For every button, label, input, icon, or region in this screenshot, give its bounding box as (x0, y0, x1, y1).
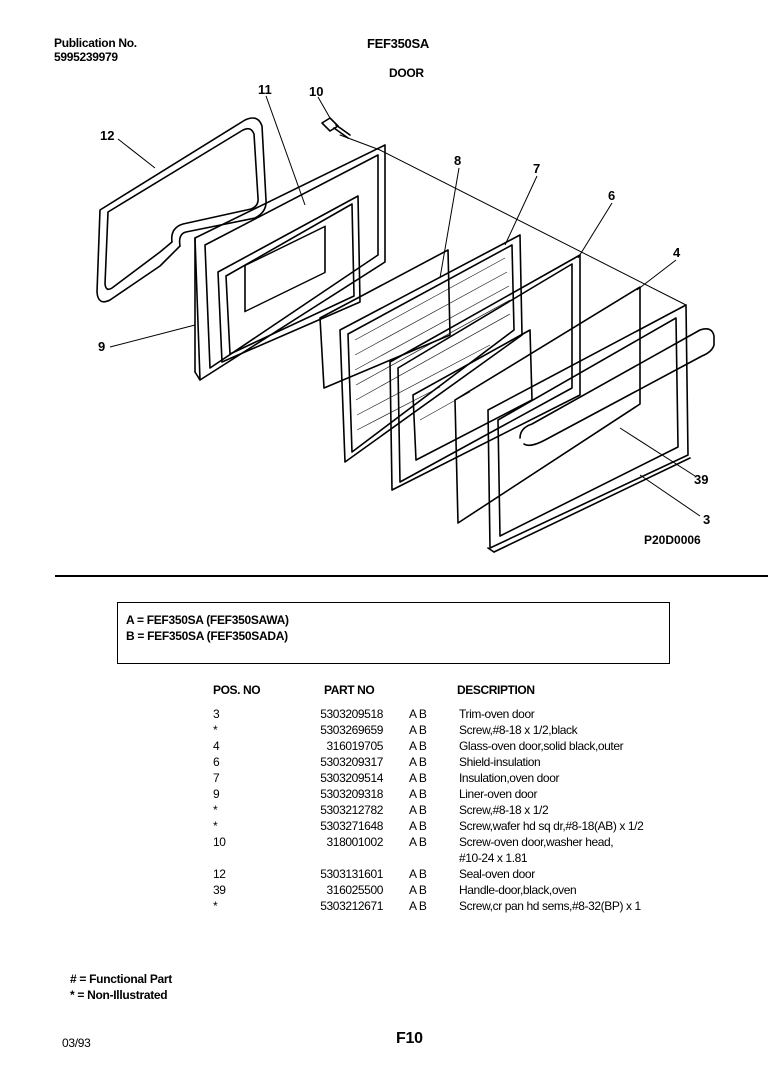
screw-part-10 (321, 117, 351, 139)
table-row: 10 318001002 A B Screw-oven door,washer hea… (0, 835, 768, 851)
cell-pos-no: 9 (213, 787, 220, 801)
cell-part-no: 5303209318 (320, 787, 383, 801)
trim-part-3 (487, 304, 691, 553)
cell-models: A B (409, 771, 427, 785)
cell-part-no: 5303212782 (320, 803, 383, 817)
cell-pos-no: 4 (213, 739, 220, 753)
table-row: * 5303271648 A B Screw,wafer hd sq dr,#8-18… (0, 819, 768, 835)
glass-part-4 (454, 286, 641, 524)
callout-6: 6 (608, 188, 615, 203)
page-number: F10 (396, 1030, 423, 1047)
cell-description: Handle-door,black,oven (459, 883, 577, 897)
cell-description: Screw-oven door,washer head, (459, 835, 614, 849)
callout-11: 11 (258, 82, 272, 97)
header-description: DESCRIPTION (457, 683, 535, 697)
cell-models: A B (409, 867, 427, 881)
cell-models: A B (409, 755, 427, 769)
cell-pos-no: * (213, 819, 218, 833)
cell-part-no: 5303271648 (320, 819, 383, 833)
cell-part-no: 316019705 (326, 739, 384, 753)
cell-description: Liner-oven door (459, 787, 538, 801)
cell-pos-no: 6 (213, 755, 220, 769)
cell-models: A B (409, 707, 427, 721)
cell-models: A B (409, 819, 427, 833)
cell-part-no: 318001002 (326, 835, 384, 849)
cell-pos-no: * (213, 723, 218, 737)
cell-description: Screw,#8-18 x 1/2 (459, 803, 549, 817)
liner-part-6 (389, 254, 581, 491)
cell-models: A B (409, 723, 427, 737)
cell-description: Screw,wafer hd sq dr,#8-18(AB) x 1/2 (459, 819, 644, 833)
cell-part-no: 5303209317 (320, 755, 383, 769)
table-row: 9 5303209318 A B Liner-oven door (0, 787, 768, 803)
cell-models: A B (409, 787, 427, 801)
legend-line-b: B = FEF350SA (FEF350SADA) (126, 629, 288, 643)
callout-10: 10 (309, 84, 323, 99)
cell-models: A B (409, 739, 427, 753)
insulation-hatching (354, 257, 511, 431)
header-pos-no: POS. NO (213, 683, 261, 697)
callout-4: 4 (673, 245, 681, 260)
model-legend-box: A = FEF350SA (FEF350SAWA) B = FEF350SA (… (117, 602, 670, 664)
cell-pos-no: 7 (213, 771, 220, 785)
handle-part-39 (519, 328, 715, 447)
functional-note: # = Functional Part (70, 972, 172, 986)
cell-pos-no: * (213, 803, 218, 817)
legend-line-a: A = FEF350SA (FEF350SAWA) (126, 613, 289, 627)
cell-part-no: 5303131601 (320, 867, 383, 881)
cell-part-no: 316025500 (326, 883, 384, 897)
table-row-continuation: #10-24 x 1.81 (0, 851, 768, 867)
model-number: FEF350SA (367, 36, 429, 51)
cell-part-no: 5303209518 (320, 707, 383, 721)
cell-models: A B (409, 835, 427, 849)
table-row: 3 5303209518 A B Trim-oven door (0, 707, 768, 723)
publication-number: 5995239979 (54, 50, 118, 64)
cell-description-cont: #10-24 x 1.81 (459, 851, 528, 865)
liner-part-9 (194, 144, 386, 381)
cell-description: Trim-oven door (459, 707, 535, 721)
cell-description: Insulation,oven door (459, 771, 560, 785)
cell-description: Glass-oven door,solid black,outer (459, 739, 624, 753)
shield-part-8 (319, 249, 451, 389)
cell-pos-no: * (213, 899, 218, 913)
table-row: 39 316025500 A B Handle-door,black,oven (0, 883, 768, 899)
cell-pos-no: 12 (213, 867, 226, 881)
cell-description: Shield-insulation (459, 755, 541, 769)
cell-part-no: 5303212671 (320, 899, 383, 913)
table-row: * 5303212671 A B Screw,cr pan hd sems,#8-32… (0, 899, 768, 915)
callout-leaders (109, 95, 701, 517)
publication-label: Publication No. (54, 36, 137, 50)
table-row: 4 316019705 A B Glass-oven door,solid black… (0, 739, 768, 755)
table-row: * 5303212782 A B Screw,#8-18 x 1/2 (0, 803, 768, 819)
exploded-door-diagram: 12 11 10 8 7 6 4 9 39 3 P20D0006 (96, 82, 715, 553)
callout-39: 39 (694, 472, 708, 487)
cell-description: Screw,#8-18 x 1/2,black (459, 723, 578, 737)
cell-models: A B (409, 899, 427, 913)
seal-part-12 (96, 117, 267, 303)
callout-12: 12 (100, 128, 114, 143)
cell-models: A B (409, 803, 427, 817)
cell-models: A B (409, 883, 427, 897)
cell-pos-no: 10 (213, 835, 226, 849)
cell-pos-no: 3 (213, 707, 220, 721)
callout-3: 3 (703, 512, 710, 527)
table-row: 6 5303209317 A B Shield-insulation (0, 755, 768, 771)
non-illustrated-note: * = Non-Illustrated (70, 988, 168, 1002)
table-row: 12 5303131601 A B Seal-oven door (0, 867, 768, 883)
callout-9: 9 (98, 339, 105, 354)
cell-part-no: 5303209514 (320, 771, 383, 785)
cell-part-no: 5303269659 (320, 723, 383, 737)
callout-8: 8 (454, 153, 461, 168)
cell-pos-no: 39 (213, 883, 226, 897)
diagram-ref-code: P20D0006 (644, 533, 701, 547)
cell-description: Screw,cr pan hd sems,#8-32(BP) x 1 (459, 899, 641, 913)
section-divider (55, 575, 768, 577)
table-row: * 5303269659 A B Screw,#8-18 x 1/2,black (0, 723, 768, 739)
cell-description: Seal-oven door (459, 867, 535, 881)
table-row: 7 5303209514 A B Insulation,oven door (0, 771, 768, 787)
header-part-no: PART NO (324, 683, 375, 697)
callout-7: 7 (533, 161, 540, 176)
section-title: DOOR (389, 66, 424, 80)
date: 03/93 (62, 1036, 91, 1050)
